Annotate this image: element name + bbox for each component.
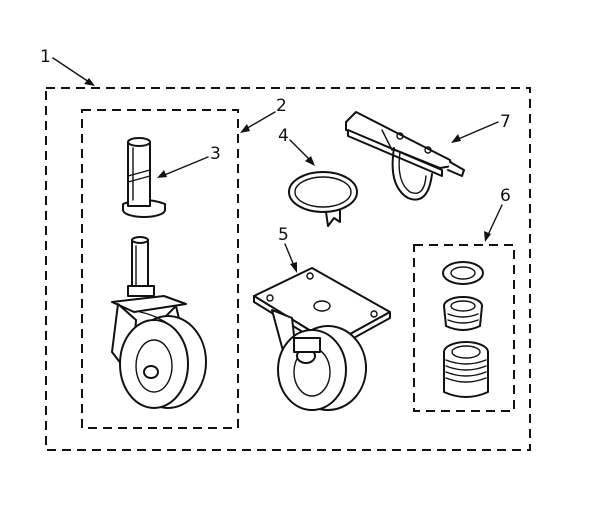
leader-3 [157, 156, 209, 178]
callout-3: 3 [210, 144, 221, 164]
caster-set-outline [81, 109, 239, 429]
swivel-caster-part [111, 236, 207, 409]
leader-1 [52, 57, 95, 86]
leader-5 [284, 243, 297, 273]
leveler-set-part [442, 261, 489, 398]
clamp-ring-part [288, 171, 358, 227]
leader-6 [484, 204, 503, 242]
callout-1: 1 [40, 47, 51, 67]
socket-sleeve-part [122, 137, 166, 218]
kit-outline [45, 87, 531, 451]
leader-2 [240, 111, 276, 133]
leader-7 [451, 121, 499, 143]
callout-2: 2 [276, 96, 287, 116]
leveler-set-outline [413, 244, 515, 412]
rigid-caster-part [253, 267, 391, 411]
callout-6: 6 [500, 186, 511, 206]
callout-4: 4 [278, 126, 289, 146]
leader-4 [289, 139, 315, 166]
callout-5: 5 [278, 225, 289, 245]
callout-7: 7 [500, 112, 511, 132]
bracket-clip-part [345, 111, 465, 201]
